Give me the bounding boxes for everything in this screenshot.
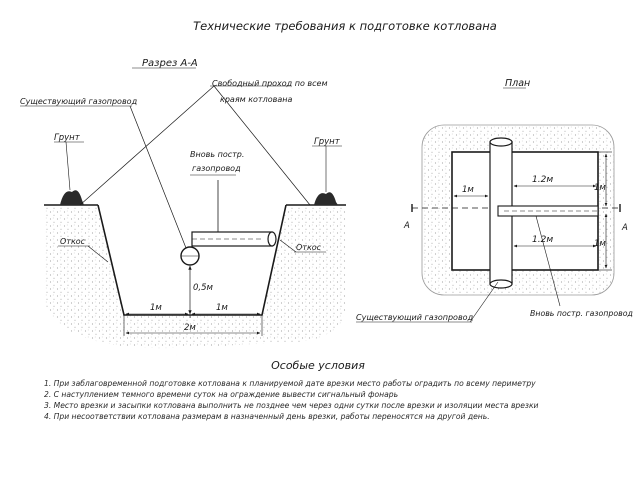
condition-item: 2. С наступлением темного времени суток … [44,390,399,399]
soil-body [44,205,346,349]
plan-new-pipe-leader [535,215,561,307]
plan-dim-right-bottom-label: 1м [594,239,606,249]
leader-free-passage-right [213,85,311,206]
condition-item: 3. Место врезки и засыпки котлована выпо… [44,401,539,410]
ground-label-left: Грунт [54,133,81,143]
plan-label: План [505,78,530,89]
depth-dimension-label: 0,5м [193,283,214,293]
slope-label-left: Откос [60,237,86,246]
ground-mound-right [314,192,338,205]
dim-label-right: 1м [216,303,228,313]
conditions-title: Особые условия [271,359,365,372]
free-passage-label-2: краям котлована [220,95,292,104]
existing-pipe-leader [129,105,187,249]
cut-label-left: А [403,221,410,231]
ground-leader-left [65,141,71,191]
leader-free-passage-left [79,85,215,206]
ground-label-right: Грунт [314,137,341,147]
slope-label-right: Откос [296,243,322,252]
condition-item: 4. При несоответствии котлована размерам… [44,412,490,421]
slope-leader-right [279,239,297,253]
section-label: Разрез А-А [142,58,198,69]
conditions-list: 1. При заблаговременной подготовке котло… [44,378,634,422]
existing-pipe-label: Существующий газопровод [20,97,138,106]
plan-dim-top-label: 1.2м [532,175,553,185]
condition-item: 1. При заблаговременной подготовке котло… [44,379,536,388]
cut-label-right: А [621,223,628,233]
section-view: Разрез А-А Свободный проход по всем края… [20,58,346,349]
plan-new-pipe [497,205,599,217]
new-pipe-section [191,231,277,247]
new-pipe-label-1: Вновь постр. [190,150,244,159]
plan-existing-pipe-leader [469,281,499,323]
dim-label-left: 1м [150,303,162,313]
slope-leader-left [87,245,109,263]
new-pipe-label-2: газопровод [192,164,241,173]
ground-mound-left [60,190,84,205]
plan-dim-right-top-label: 1м [594,183,606,193]
dim-label-total: 2м [184,323,196,333]
plan-new-pipe-label: Вновь постр. газопровод [530,309,633,318]
free-passage-label-1: Свободный проход по всем [212,79,328,88]
plan-existing-pipe-label: Существующий газопровод [356,313,474,322]
page-title: Технические требования к подготовке котл… [193,19,497,33]
plan-dim-left-label: 1м [462,185,474,195]
plan-view: План А А 1м 1.2м 1.2м 1м [356,78,633,323]
